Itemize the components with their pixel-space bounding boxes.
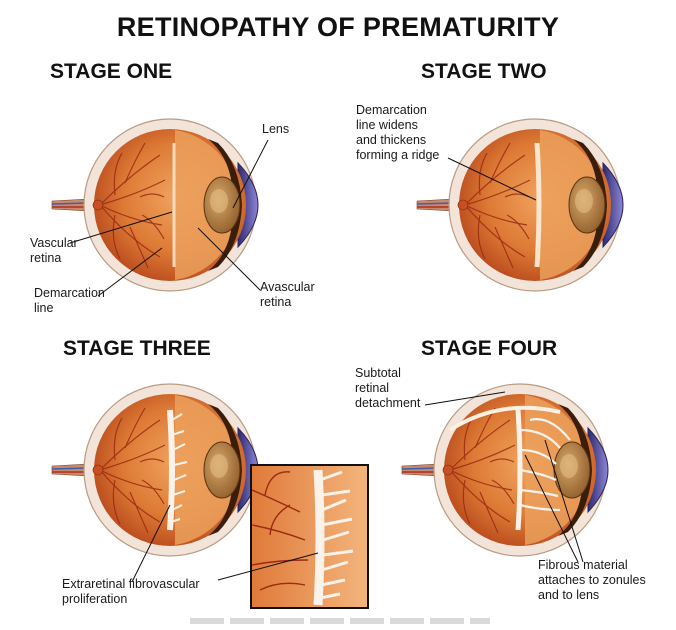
stage-four-heading: STAGE FOUR <box>421 337 558 360</box>
label-vascular-retina: Vascular retina <box>30 236 78 265</box>
stage-one-heading: STAGE ONE <box>50 60 173 83</box>
stage-four-eye <box>401 383 609 557</box>
stage-three-eye <box>51 383 259 557</box>
stage-three-heading: STAGE THREE <box>63 337 211 360</box>
page-title: RETINOPATHY OF PREMATURITY <box>116 12 560 42</box>
stage-one-eye <box>51 118 259 292</box>
label-fibrous-material: Fibrous material attaches to zonules and… <box>538 558 646 602</box>
label-avascular-retina: Avascular retina <box>260 280 315 309</box>
magnified-inset <box>250 464 369 609</box>
bottom-watermark-strip <box>190 618 490 624</box>
stage-two-eye <box>416 118 624 292</box>
stage-two-heading: STAGE TWO <box>421 60 547 83</box>
label-demarcation-line: Demarcation line <box>34 286 105 315</box>
label-extraretinal-proliferation: Extraretinal fibrovascular proliferation <box>62 577 200 606</box>
leader-lines <box>69 139 584 583</box>
label-retinal-detachment: Subtotal retinal detachment <box>355 366 421 410</box>
label-lens: Lens <box>262 122 290 136</box>
label-demarcation-ridge: Demarcation line widens and thickens for… <box>356 103 440 162</box>
